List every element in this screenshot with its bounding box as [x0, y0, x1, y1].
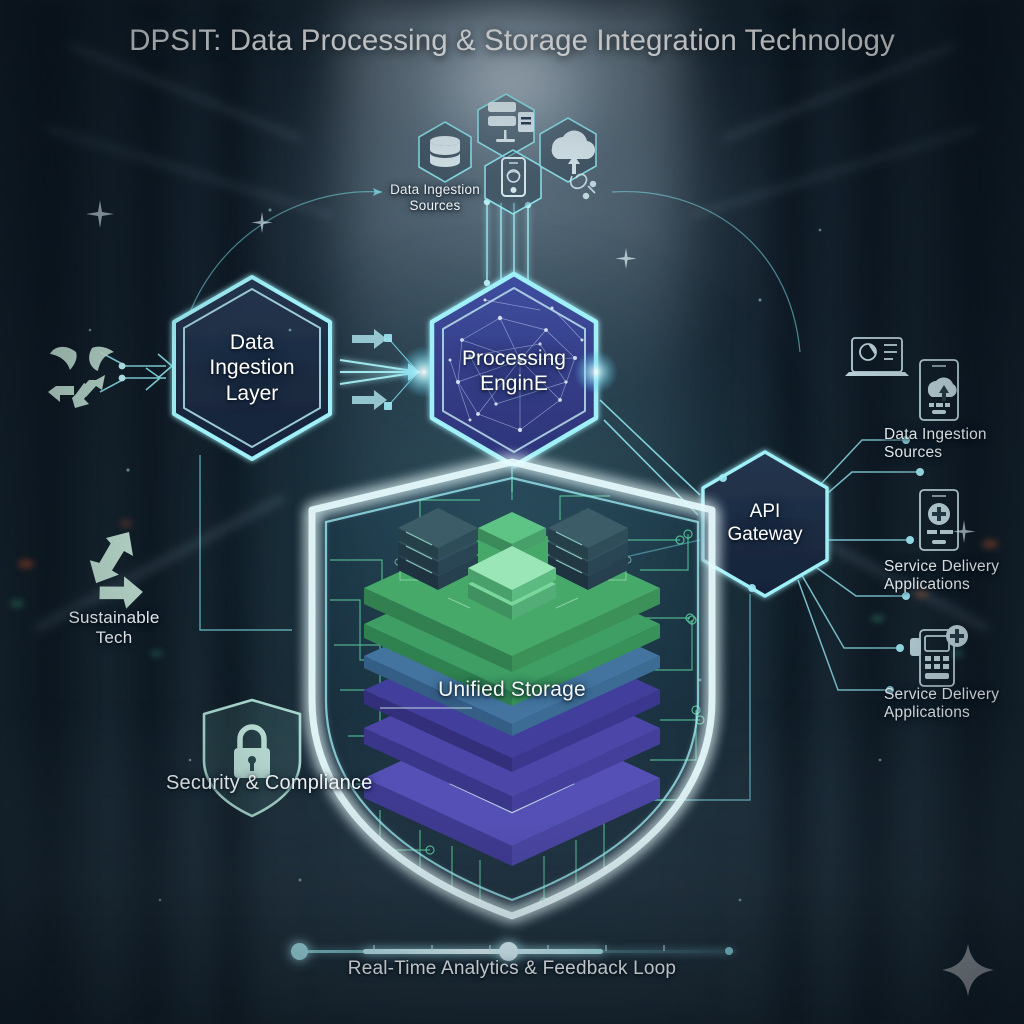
background-sparkles [86, 200, 976, 902]
